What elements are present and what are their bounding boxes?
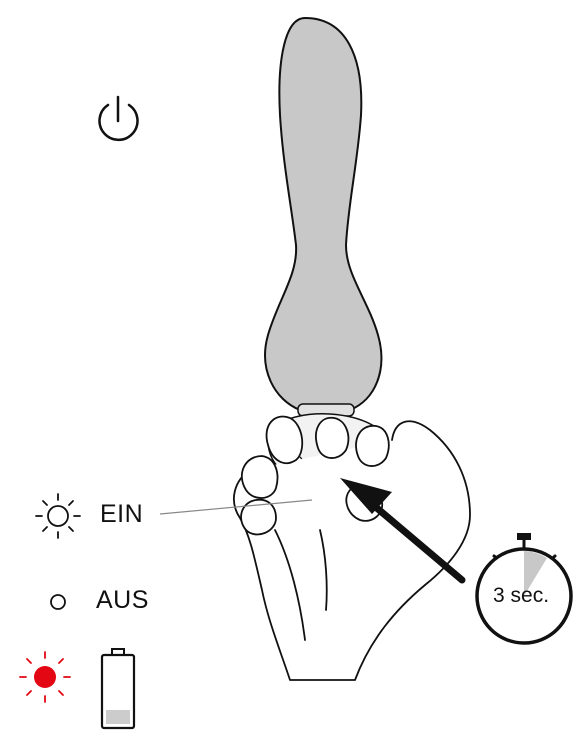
power-icon	[99, 97, 137, 140]
timer-label: 3 sec.	[493, 584, 549, 608]
led-on-icon	[36, 494, 80, 538]
label-on: EIN	[100, 500, 143, 529]
led-off-icon	[51, 595, 65, 609]
battery-low-icon	[102, 649, 134, 728]
hand-illustration	[234, 417, 470, 680]
led-red-icon	[20, 652, 70, 702]
label-off: AUS	[96, 586, 149, 615]
device-shaft	[265, 18, 381, 410]
